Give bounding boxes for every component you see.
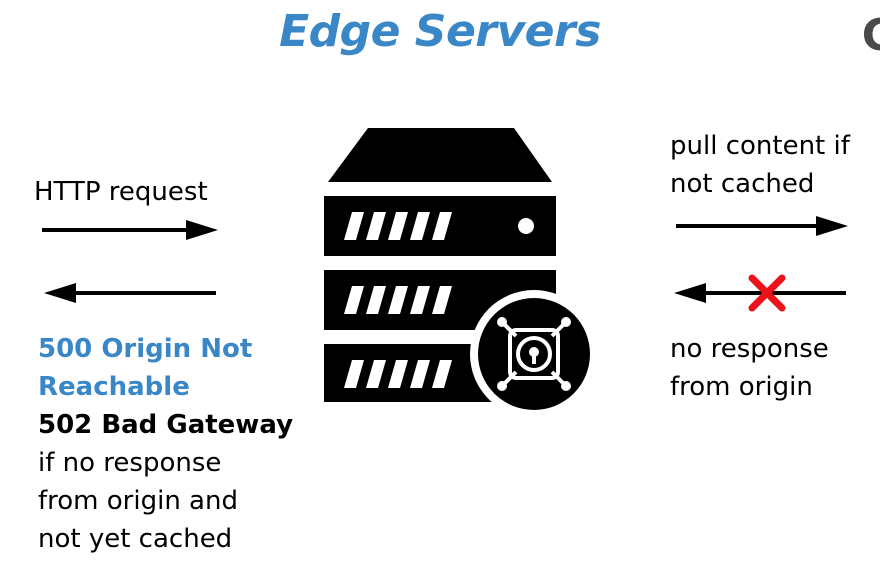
diagram-title: Edge Servers — [279, 6, 601, 57]
pull-content-line1: pull content if — [670, 131, 850, 161]
pull-content-line2: not cached — [670, 169, 815, 199]
error-502-label: 502 Bad Gateway — [38, 410, 294, 440]
condition-note-line1: if no response — [38, 448, 222, 478]
no-response-line1: no response — [670, 334, 829, 364]
vault-lock-icon — [470, 290, 598, 416]
no-response-line2: from origin — [670, 372, 813, 402]
http-request-label: HTTP request — [34, 177, 208, 207]
cropped-next-title-letter: C — [861, 10, 880, 61]
server-unit-1 — [324, 196, 556, 256]
error-500-line1: 500 Origin Not — [38, 334, 253, 364]
response-arrow-left — [44, 283, 216, 303]
error-500-line2: Reachable — [38, 372, 190, 402]
pull-arrow-right — [676, 216, 848, 236]
condition-note-line3: not yet cached — [38, 524, 233, 554]
red-x-icon — [748, 274, 786, 312]
server-top-roof — [328, 128, 552, 182]
origin-response-arrow-left — [674, 283, 846, 303]
server-stack-icon — [324, 128, 598, 416]
request-arrow-right — [42, 220, 218, 240]
condition-note-line2: from origin and — [38, 486, 238, 516]
